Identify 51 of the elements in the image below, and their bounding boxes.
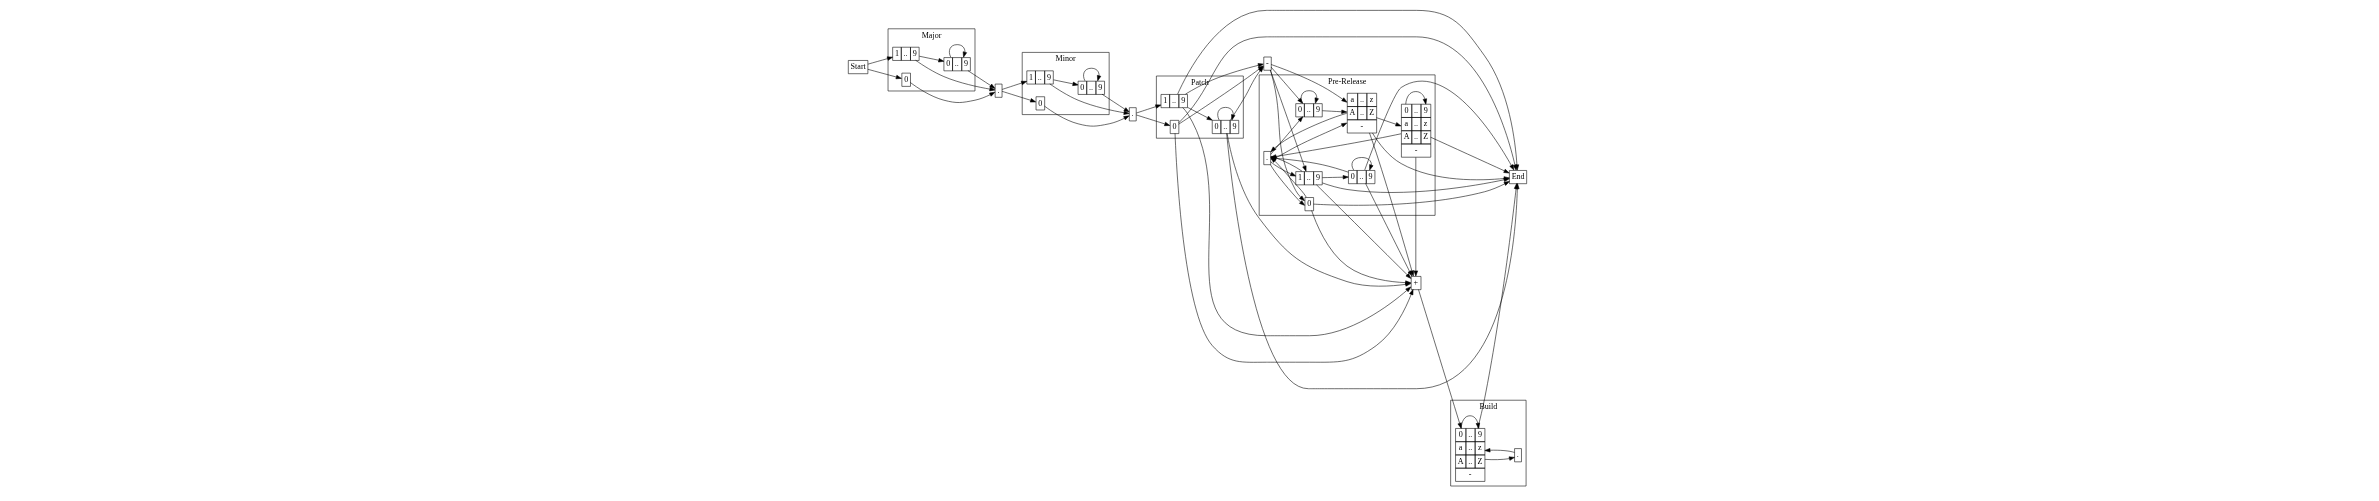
arrow [1364, 80, 1515, 171]
node-box: 0 [901, 72, 911, 87]
arrow [1270, 164, 1305, 206]
node-box: 0 [1304, 197, 1314, 212]
node-box: End [1509, 170, 1527, 184]
node-box: 0 [1169, 120, 1180, 134]
arrow [1430, 136, 1510, 174]
arrow [1049, 83, 1130, 115]
arrow [1460, 415, 1480, 429]
arrow [949, 44, 967, 58]
arrow [1270, 161, 1296, 177]
arrow [967, 70, 996, 89]
arrow [1270, 66, 1303, 104]
arrow [1217, 107, 1236, 121]
arrow [1322, 175, 1349, 180]
node-box: 0 [1035, 96, 1045, 111]
arrow [1418, 289, 1462, 429]
arrow [1413, 157, 1418, 277]
node-box: . [1514, 448, 1522, 463]
arrow [1001, 91, 1036, 103]
node-box: . [994, 83, 1003, 98]
arrow [1101, 93, 1130, 113]
arrow [1484, 448, 1515, 453]
arrow [1053, 79, 1079, 86]
arrow [1270, 113, 1348, 153]
node-box: + [1410, 276, 1422, 290]
arrow [1270, 116, 1304, 155]
arrow [1135, 104, 1162, 114]
arrow [1044, 105, 1130, 127]
arrow [1322, 109, 1348, 114]
node-box: - [1263, 56, 1272, 71]
arrow [1187, 107, 1213, 121]
arrow [915, 59, 996, 92]
arrow [1083, 67, 1102, 82]
node-box: . [1263, 151, 1271, 165]
arrow [1135, 114, 1171, 126]
arrow [1300, 90, 1319, 104]
arrow [867, 56, 893, 65]
arrow [1376, 117, 1402, 127]
arrow [1484, 456, 1515, 461]
arrow [919, 55, 945, 63]
node-box: . [1129, 107, 1137, 122]
arrow [1313, 181, 1510, 206]
arrow [910, 82, 996, 103]
arrow [1405, 91, 1427, 105]
node-box: Start [848, 60, 869, 74]
arrow [1351, 157, 1374, 171]
arrow [1178, 36, 1517, 171]
arrow [1001, 80, 1027, 90]
arrow [867, 69, 902, 80]
arrow [1270, 64, 1348, 103]
